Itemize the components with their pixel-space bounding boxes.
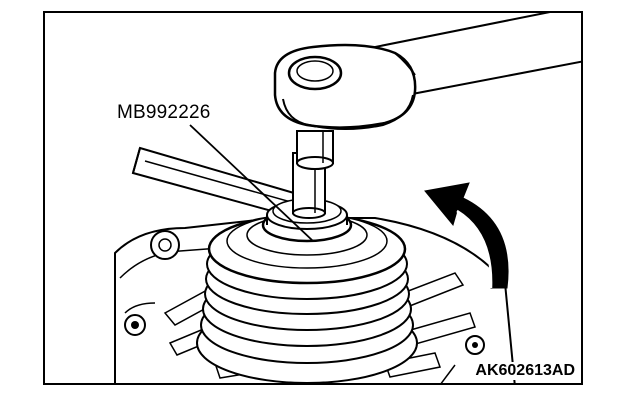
tool-number-label: MB992226 — [117, 102, 211, 123]
curved-arrow-counterclockwise-icon — [424, 182, 509, 289]
alternator-pulley-illustration — [114, 13, 581, 383]
figure-code: AK602613AD — [473, 362, 577, 380]
special-tool-socket — [292, 130, 334, 219]
ratchet-head — [273, 43, 417, 130]
diagram-frame: MB992226 AK602613AD — [43, 11, 583, 385]
tool-leader-line — [189, 124, 314, 242]
